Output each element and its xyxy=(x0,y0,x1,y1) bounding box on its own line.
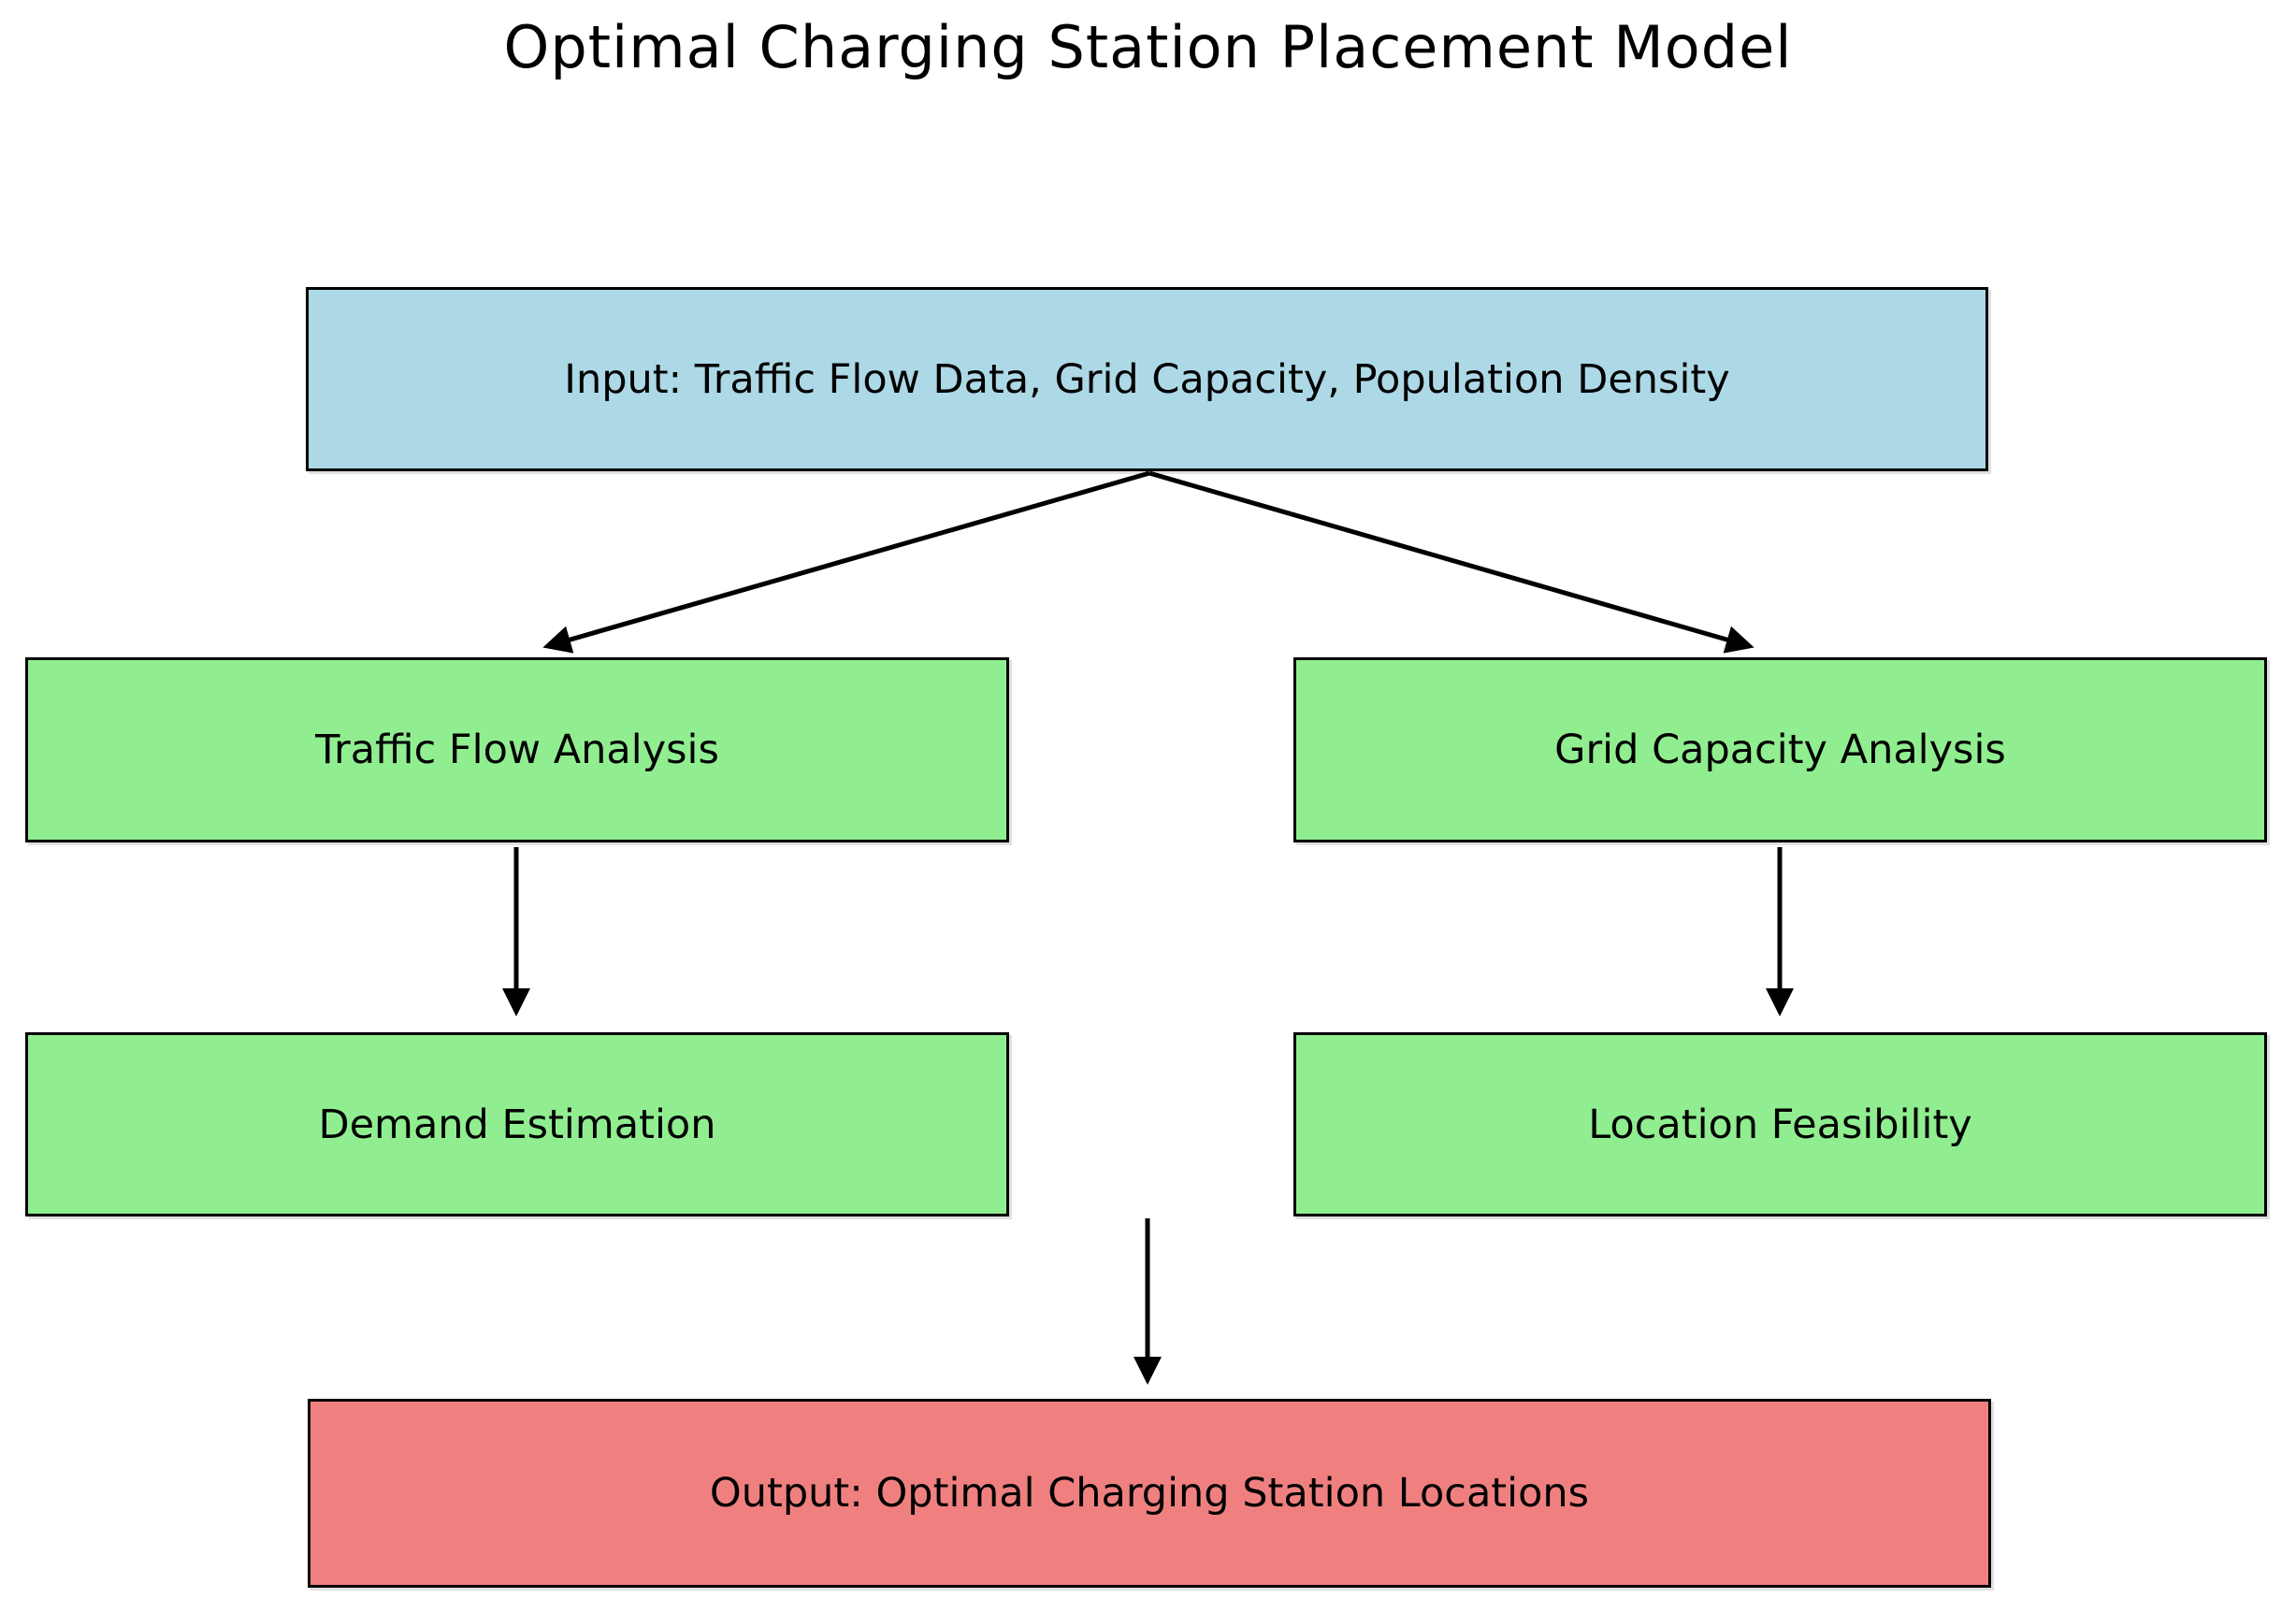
node-grid-capacity-analysis-label: Grid Capacity Analysis xyxy=(1554,727,2006,773)
node-location-feasibility-label: Location Feasibility xyxy=(1588,1101,1972,1148)
node-demand-estimation-label: Demand Estimation xyxy=(318,1101,716,1148)
diagram-title: Optimal Charging Station Placement Model xyxy=(503,13,1793,81)
node-demand-estimation: Demand Estimation xyxy=(25,1032,1009,1216)
node-input: Input: Traffic Flow Data, Grid Capacity,… xyxy=(306,287,1988,471)
arrow-input-to-traffic xyxy=(542,470,1150,654)
node-grid-capacity-analysis: Grid Capacity Analysis xyxy=(1293,657,2267,842)
node-traffic-flow-analysis: Traffic Flow Analysis xyxy=(25,657,1009,842)
node-traffic-flow-analysis-label: Traffic Flow Analysis xyxy=(315,727,719,773)
node-output: Output: Optimal Charging Station Locatio… xyxy=(308,1399,1991,1588)
arrow-input-to-grid xyxy=(1148,470,1754,654)
node-input-label: Input: Traffic Flow Data, Grid Capacity,… xyxy=(564,355,1730,403)
node-location-feasibility: Location Feasibility xyxy=(1293,1032,2267,1216)
node-output-label: Output: Optimal Charging Station Locatio… xyxy=(709,1470,1590,1517)
